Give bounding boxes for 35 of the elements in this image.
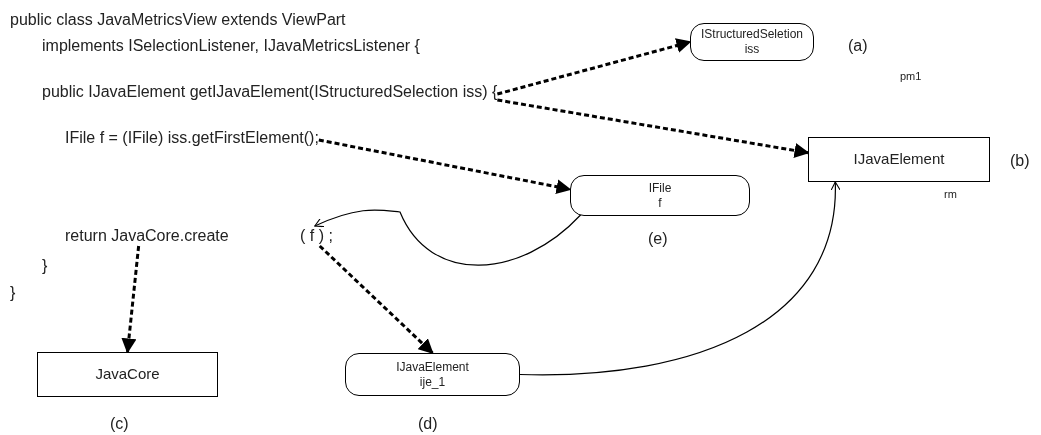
variable-node [345, 353, 520, 396]
node-id: pm1 [900, 69, 922, 84]
variable-node [570, 175, 750, 216]
variable-node [690, 23, 814, 61]
node-text: IJavaElement [853, 149, 945, 170]
node-text: JavaCore [95, 364, 160, 385]
arrow [496, 38, 692, 96]
node-id: rm [944, 187, 957, 202]
node-text: IFile [648, 180, 672, 196]
arrow [314, 209, 582, 266]
arrow [519, 181, 840, 376]
node-text: IStructuredSeletion [700, 27, 804, 42]
arrow [318, 138, 572, 195]
code-line: implements ISelectionListener, IJavaMetricsListener { [42, 36, 420, 56]
code-line: } [10, 283, 16, 303]
code-line: public class JavaMetricsView extends ViewPart [10, 10, 346, 30]
arrow [121, 245, 141, 354]
code-text: public IJavaElement getIJavaElement(IStructuredSelection iss) { [42, 82, 498, 102]
node-tag: (a) [848, 34, 868, 58]
node-tag: (d) [418, 412, 438, 435]
arrow [318, 244, 434, 355]
code-text: ( f ) ; [300, 226, 333, 246]
code-line: } [42, 256, 48, 276]
type-box [808, 137, 990, 182]
code-text: return JavaCore.create [65, 226, 229, 246]
type-box [37, 352, 218, 397]
node-tag: (b) [1010, 149, 1030, 173]
node-text: IJavaElement [396, 359, 469, 375]
node-text: iss [744, 42, 760, 57]
node-tag: (e) [648, 227, 668, 251]
node-tag: (c) [110, 412, 129, 435]
node-text: f [658, 195, 662, 211]
arrow [497, 98, 810, 158]
node-text: ije_1 [419, 374, 446, 390]
code-text: IFile f = (IFile) iss.getFirstElement(); [65, 128, 319, 148]
